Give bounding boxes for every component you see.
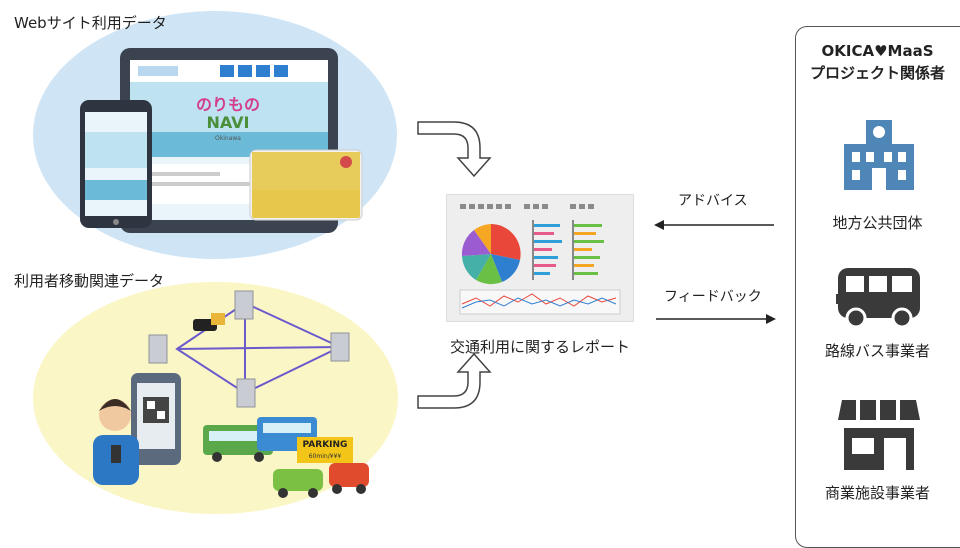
stakeholders-title-line2: プロジェクト関係者 xyxy=(809,64,945,82)
curved-arrow-bottom xyxy=(417,352,492,409)
org-commercial-facility: 商業施設事業者 xyxy=(824,484,930,502)
curved-arrow-top xyxy=(417,121,492,178)
store-icon xyxy=(838,400,920,470)
movement-illustration: PARKING 60min/¥¥¥ xyxy=(93,290,369,498)
parking-title: PARKING xyxy=(303,440,348,450)
feedback-label: フィードバック xyxy=(664,289,762,305)
stakeholders-title: OKICA♥MaaS プロジェクト関係者 xyxy=(795,40,960,84)
devices-illustration: のりもの NAVI Okinawa xyxy=(80,48,363,233)
logo-line1: のりもの xyxy=(196,95,260,114)
parking-sub: 60min/¥¥¥ xyxy=(309,453,342,460)
movement-data-label: 利用者移動関連データ xyxy=(14,272,165,290)
logo-line2: NAVI xyxy=(206,113,249,132)
bus-icon xyxy=(836,268,920,329)
advice-arrow xyxy=(654,220,774,230)
report-charts xyxy=(459,204,621,315)
stakeholders-title-line1: OKICA♥MaaS xyxy=(821,42,934,60)
report-label: 交通利用に関するレポート xyxy=(449,338,630,356)
city-hall-icon xyxy=(844,120,914,190)
website-data-label: Webサイト利用データ xyxy=(14,14,167,32)
logo-sub: Okinawa xyxy=(215,135,241,142)
advice-label: アドバイス xyxy=(678,193,748,209)
org-bus-operator: 路線バス事業者 xyxy=(824,342,930,360)
feedback-arrow xyxy=(656,314,776,324)
org-local-government: 地方公共団体 xyxy=(832,214,923,232)
